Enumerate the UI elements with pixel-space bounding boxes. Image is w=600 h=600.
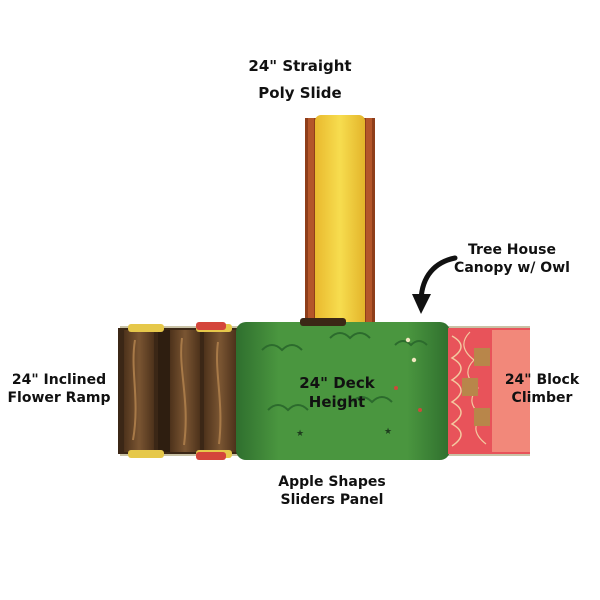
label-line: 24" Deck: [299, 374, 375, 392]
rail-cap: [300, 318, 346, 326]
cloud-icon: [261, 344, 303, 352]
label-line: Apple Shapes: [278, 474, 386, 490]
cloud-icon: [267, 404, 309, 412]
label-line: Tree House: [468, 242, 556, 258]
rail-cap: [128, 324, 164, 332]
climber-block: [462, 378, 478, 396]
label-line: 24" Block: [504, 372, 580, 388]
rail-cap: [128, 450, 164, 458]
label-straight-poly-slide: 24" Straight Poly Slide: [240, 57, 360, 103]
star-icon: ★: [384, 427, 392, 437]
apple-hole: [418, 408, 422, 412]
star-icon: ★: [296, 429, 304, 439]
label-inclined-flower-ramp: 24" Inclined Flower Ramp: [0, 372, 118, 407]
flower-ramp: [118, 324, 240, 458]
block-climber: [448, 328, 530, 454]
slide-bed: [315, 115, 365, 330]
apple-hole: [394, 386, 398, 390]
canopy-roof: [236, 322, 450, 460]
star-icon: [411, 357, 417, 363]
wood-grain: [216, 341, 222, 445]
label-line: Canopy w/ Owl: [454, 259, 570, 276]
star-icon: [405, 337, 411, 343]
slide-left-edge: [308, 118, 314, 328]
rail-cap: [196, 452, 226, 460]
label-line: Sliders Panel: [280, 491, 384, 508]
climber-block: [474, 408, 490, 426]
climber-pattern: [450, 335, 462, 447]
cloud-icon: [351, 396, 393, 404]
label-tree-house-canopy: Tree House Canopy w/ Owl: [452, 242, 572, 277]
cloud-icon: [394, 340, 428, 347]
cloud-icon: [329, 332, 371, 340]
climber-block: [474, 348, 490, 366]
label-line: Height: [308, 392, 366, 411]
label-line: Climber: [511, 389, 573, 406]
label-line: Flower Ramp: [7, 389, 111, 406]
straight-slide: [305, 115, 375, 330]
slide-right-edge: [366, 118, 372, 328]
climber-side: [492, 330, 530, 452]
wood-grain: [180, 337, 187, 446]
label-line: 24" Inclined: [11, 372, 107, 388]
rail-cap: [196, 322, 226, 330]
ramp-log-1: [124, 330, 154, 452]
wood-grain: [132, 339, 137, 441]
label-line: 24" Straight: [248, 57, 352, 75]
label-deck-height: 24" Deck Height: [282, 374, 392, 412]
arrow-icon: [412, 255, 458, 314]
label-line: Poly Slide: [258, 83, 342, 102]
ramp-gap-1: [158, 330, 170, 452]
label-apple-shapes-panel: Apple Shapes Sliders Panel: [262, 474, 402, 509]
label-block-climber: 24" Block Climber: [492, 372, 592, 407]
tree-house-canopy: ★ ★: [236, 322, 450, 460]
